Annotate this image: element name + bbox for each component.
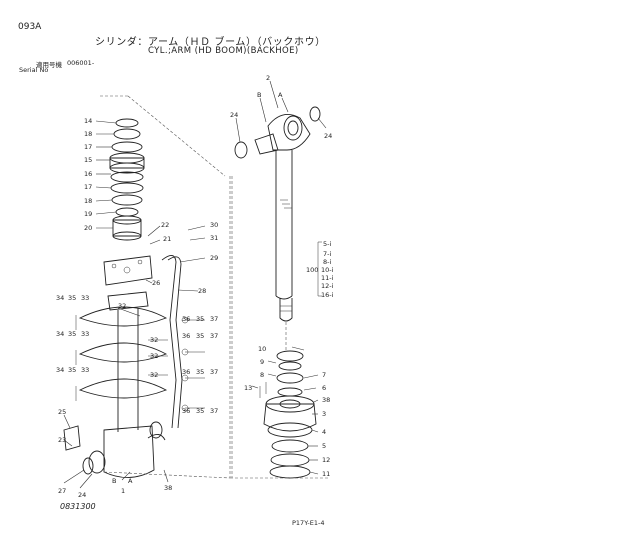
callout-19: 19 [84,210,92,218]
callout-37d: 37 [210,407,218,415]
callout-12-i: 12-i [321,282,334,290]
callout-1: 1 [121,487,125,495]
piston-stack [109,118,145,241]
clamp-bands [75,306,168,401]
callout-35c: 35 [68,366,76,374]
callout-35d: 35 [196,315,204,323]
callout-18: 18 [84,130,92,138]
callout-32b: 32 [150,336,158,344]
callout-35e: 35 [196,332,204,340]
callout-35f: 35 [196,368,204,376]
page-reference: P17Y-E1-4 [292,519,325,527]
callout-10-i: 10-i [321,266,334,274]
callout-36a: 36 [182,315,190,323]
callout-21: 21 [163,235,171,243]
serial-value: 006001- [67,59,95,67]
callout-24-a: 24 [230,111,238,119]
callout-17b: 17 [84,183,92,191]
pipe-assembly [161,255,205,429]
callout-B-bottom: B [112,477,116,485]
callout-36b: 36 [182,332,190,340]
callout-38: 38 [322,396,330,404]
callout-32c: 32 [150,352,158,360]
callout-37b: 37 [210,332,218,340]
callout-35g: 35 [196,407,204,415]
callout-4: 4 [322,428,326,436]
callout-16: 16 [84,170,92,178]
callout-18b: 18 [84,197,92,205]
o-ring-24-right [309,106,321,122]
callout-34a: 34 [56,294,64,302]
callout-16-i: 16-i [321,291,334,299]
callout-7-i: 7-i [323,250,331,258]
callout-28: 28 [198,287,206,295]
serial-label-english: Serial No [19,66,49,74]
callout-37c: 37 [210,368,218,376]
callout-13: 13 [244,384,252,392]
callout-24-b: 24 [324,132,332,140]
callout-33a: 33 [81,294,89,302]
callout-25: 25 [58,408,66,416]
callout-A-bottom: A [128,477,133,485]
callout-20: 20 [84,224,92,232]
callout-26: 26 [152,279,160,287]
page-code: 093A [18,22,42,32]
callout-5: 5 [322,442,326,450]
callout-32a: 32 [118,302,126,310]
callout-A-top: A [278,91,283,99]
callout-22: 22 [161,221,169,229]
callout-7: 7 [322,371,326,379]
callout-10: 10 [258,345,266,353]
title-english: CYL.;ARM (HD BOOM)(BACKHOE) [148,46,299,56]
callout-5-i: 5-i [323,240,331,248]
callout-17a: 17 [84,143,92,151]
callout-30: 30 [210,221,218,229]
callout-33b: 33 [81,330,89,338]
callout-34c: 34 [56,366,64,374]
callout-9: 9 [260,358,264,366]
callout-labels: 2 B A 24 24 14 18 17 15 16 17 18 19 20 2… [56,74,334,499]
callout-12: 12 [322,456,330,464]
callout-32d: 32 [150,371,158,379]
callout-37a: 37 [210,315,218,323]
callout-23: 23 [58,436,66,444]
callout-B-top: B [257,91,261,99]
leader-lines [63,80,327,489]
callout-3: 3 [322,410,326,418]
callout-34b: 34 [56,330,64,338]
callout-100: 100 [306,266,318,274]
callout-15: 15 [84,156,92,164]
callout-2: 2 [266,74,270,82]
callout-31: 31 [210,234,218,242]
callout-24-c: 24 [78,491,86,499]
o-ring-24-left [234,141,248,159]
serial-label-japanese: 適用号機 [36,61,62,69]
title-japanese: シリンダ：アーム（ＨＤ ブーム）（バックホウ） [95,37,326,48]
callout-33c: 33 [81,366,89,374]
cylinder-tube [254,113,311,322]
callout-11-i: 11-i [321,274,334,282]
callout-8: 8 [260,371,264,379]
callout-35b: 35 [68,330,76,338]
callout-36d: 36 [182,407,190,415]
callout-11: 11 [322,470,330,478]
callout-8-i: 8-i [323,258,331,266]
callout-27: 27 [58,487,66,495]
rod-assembly [63,255,166,478]
drawing-number: 0831300 [60,502,96,511]
cylinder-head-assembly [259,350,317,479]
callout-38-bottom: 38 [164,484,172,492]
callout-36c: 36 [182,368,190,376]
callout-14: 14 [84,117,92,125]
callout-29: 29 [210,254,218,262]
callout-35a: 35 [68,294,76,302]
callout-6: 6 [322,384,326,392]
